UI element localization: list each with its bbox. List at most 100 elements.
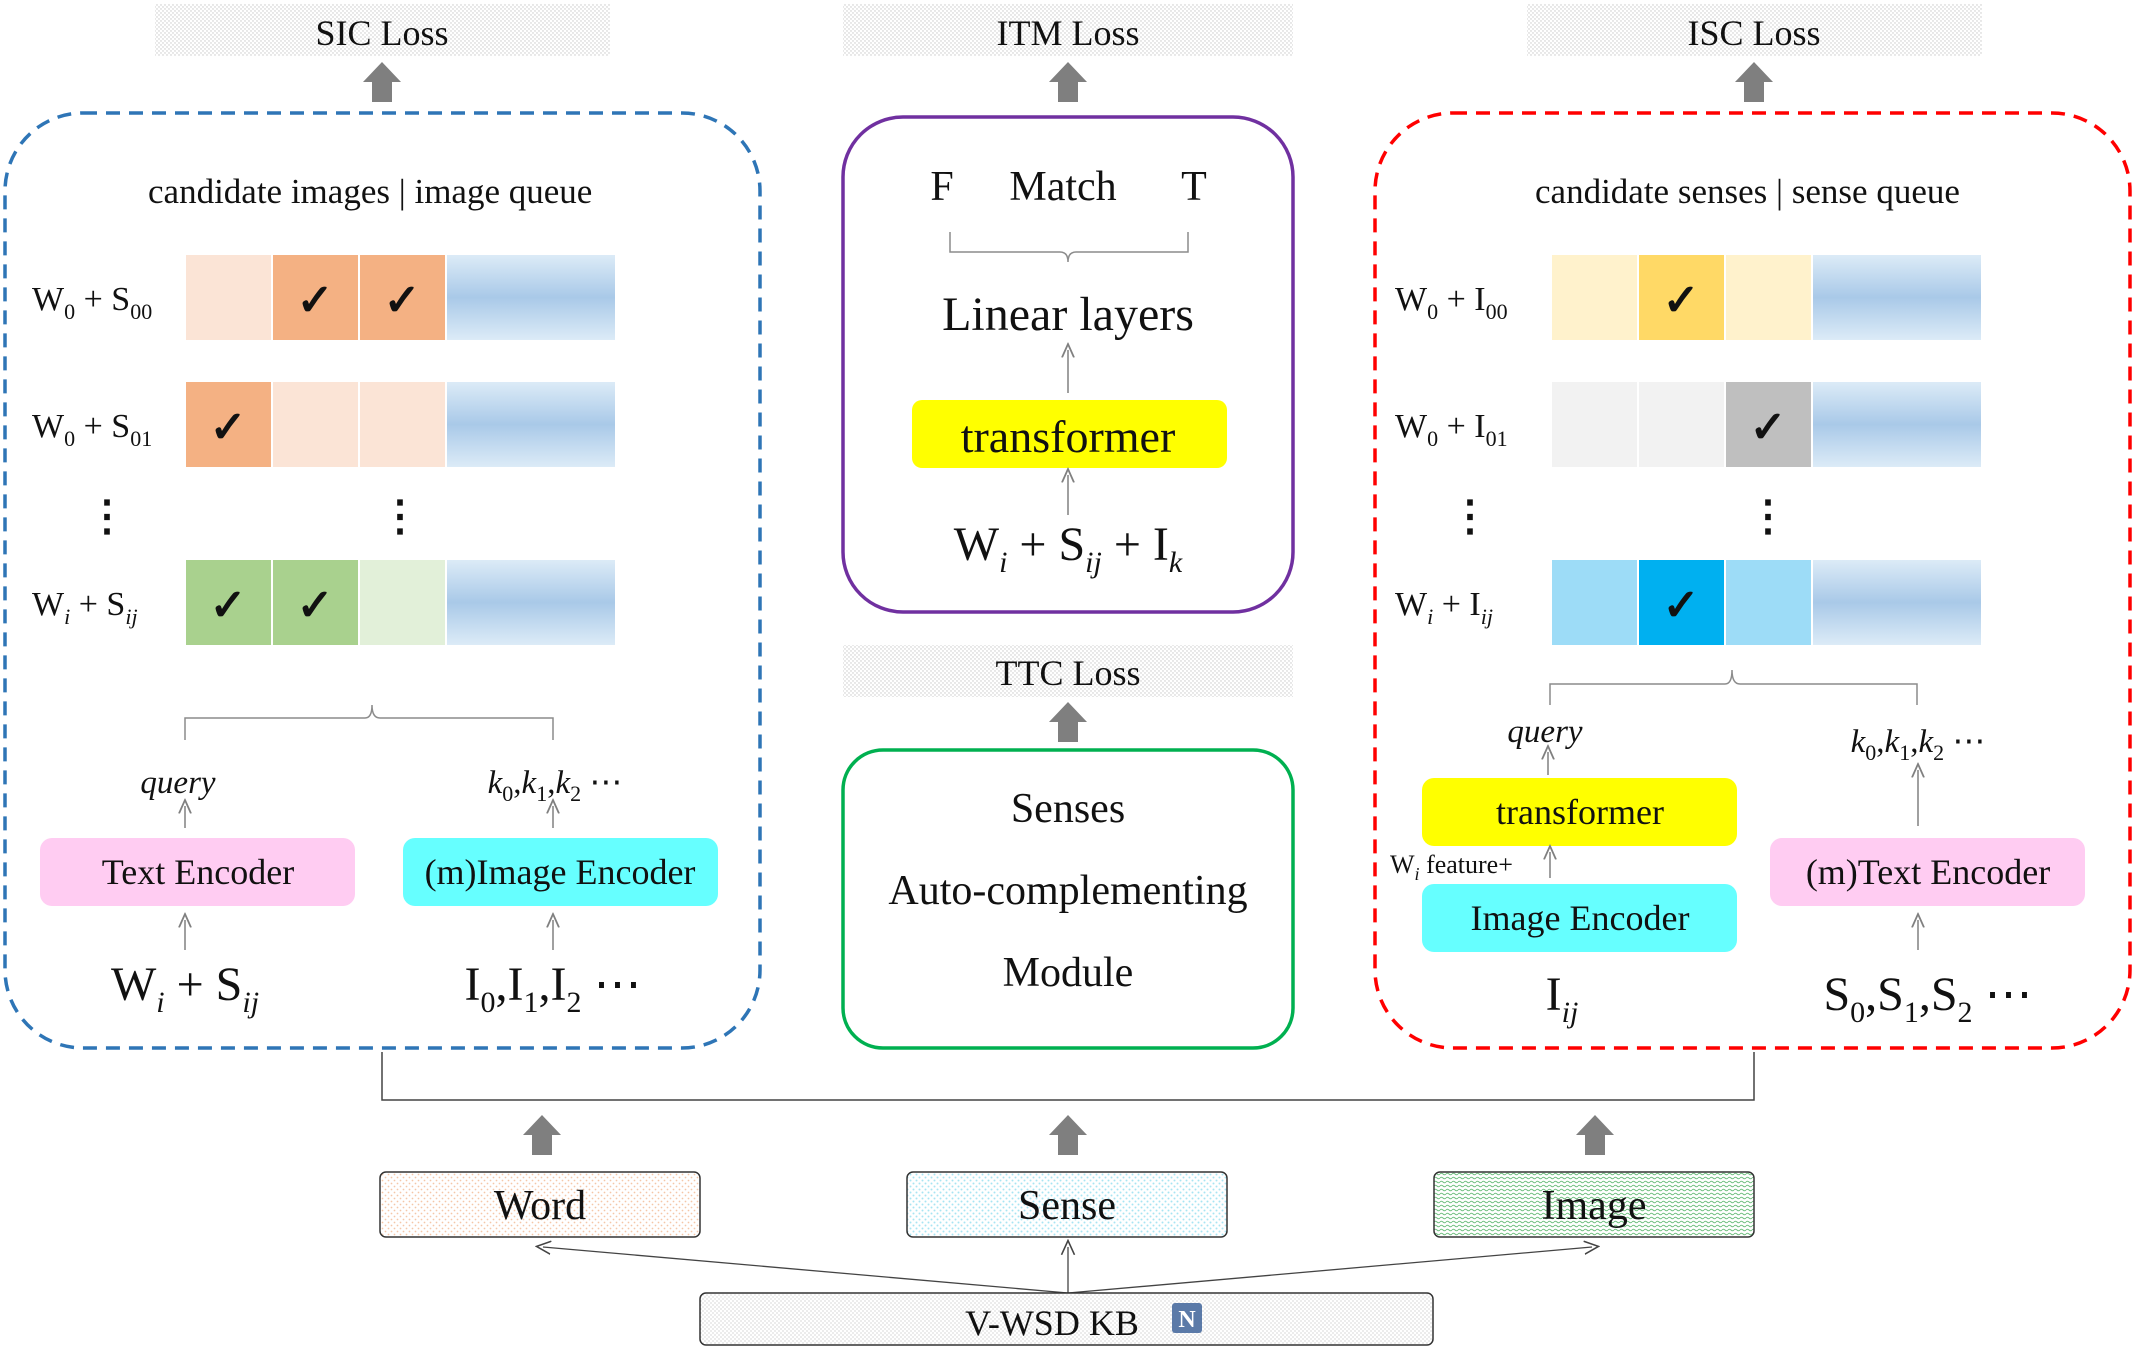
right-input-senses: S0,S1,S2 ⋯ xyxy=(1823,968,2032,1029)
itm-brace xyxy=(949,232,1189,263)
left-query: query xyxy=(140,765,215,801)
right-cell xyxy=(1726,560,1811,645)
loss-itm-label: ITM Loss xyxy=(997,13,1140,53)
kb-box xyxy=(699,1292,1434,1346)
left-cell xyxy=(360,255,445,340)
itm-transformer-label: transformer xyxy=(961,411,1176,462)
left-brace xyxy=(184,704,554,740)
right-queue xyxy=(1813,255,1981,340)
module-line2: Auto-complementing xyxy=(888,868,1247,914)
right-row: W0 + I01 ✓ xyxy=(1395,382,1981,467)
left-row-ellipsis: ⋮ xyxy=(86,494,128,540)
left-row: W0 + S00✓✓ xyxy=(32,255,615,340)
svg-text:N: N xyxy=(1178,1307,1196,1333)
left-row: W0 + S01 ✓ xyxy=(32,382,615,467)
left-cell xyxy=(186,560,271,645)
bottom-arrows xyxy=(523,1115,1614,1155)
text-encoder-box xyxy=(40,838,355,906)
image-encoder-box xyxy=(403,838,718,906)
left-rows: W0 + S00✓✓W0 + S01✓Wi + Sij✓✓ xyxy=(32,255,615,645)
right-row-label: W0 + I00 xyxy=(1395,281,1508,324)
itm-f: F xyxy=(930,164,953,210)
check-icon: ✓ xyxy=(384,276,421,325)
bottom-connector xyxy=(381,1052,1755,1101)
wi-feature: Wi feature+ xyxy=(1390,850,1513,884)
left-row-label: Wi + Sij xyxy=(32,586,138,629)
right-row-label: W0 + I01 xyxy=(1395,408,1508,451)
left-cell xyxy=(273,560,358,645)
isc-text-encoder-box xyxy=(1770,838,2085,906)
sic-panel-border xyxy=(3,111,762,1050)
right-cell xyxy=(1639,382,1724,467)
isc-image-encoder-label: Image Encoder xyxy=(1471,898,1690,938)
right-cell xyxy=(1552,255,1637,340)
right-cell xyxy=(1726,382,1811,467)
right-row-ellipsis: ⋮ xyxy=(1449,494,1491,540)
right-cell xyxy=(1639,560,1724,645)
right-cell xyxy=(1552,382,1637,467)
up-arrow-icon xyxy=(523,1115,561,1155)
left-queue xyxy=(447,560,615,645)
check-icon: ✓ xyxy=(210,403,247,452)
sac-module-border xyxy=(841,748,1295,1050)
right-cell xyxy=(1552,560,1637,645)
word-box xyxy=(379,1171,701,1238)
check-icon: ✓ xyxy=(1750,403,1787,452)
right-col-ellipsis: ⋮ xyxy=(1747,494,1789,540)
right-queue xyxy=(1813,382,1981,467)
left-row-label: W0 + S01 xyxy=(32,408,152,451)
sense-box xyxy=(906,1171,1228,1238)
sense-label: Sense xyxy=(1018,1183,1116,1229)
left-row-label: W0 + S00 xyxy=(32,281,152,324)
left-cell xyxy=(360,382,445,467)
isc-panel-border xyxy=(1373,111,2132,1050)
arrow-icon xyxy=(1067,1247,1592,1294)
loss-isc-label: ISC Loss xyxy=(1687,13,1820,53)
right-row: W0 + I00 ✓ xyxy=(1395,255,1981,340)
itm-t: T xyxy=(1181,164,1207,210)
loss-ttc-label: TTC Loss xyxy=(995,653,1140,693)
up-arrow-icon xyxy=(1049,702,1087,742)
left-row: Wi + Sij✓✓ xyxy=(32,560,615,645)
itm-panel-border xyxy=(841,115,1295,614)
check-icon: ✓ xyxy=(1663,581,1700,630)
right-keys: k0,k1,k2 ⋯ xyxy=(1851,724,1986,765)
left-col-ellipsis: ⋮ xyxy=(379,494,421,540)
left-cell xyxy=(273,382,358,467)
right-header: candidate senses | sense queue xyxy=(1535,172,1960,211)
up-arrow-icon xyxy=(1049,62,1087,102)
left-input-text: Wi + Sij xyxy=(111,958,259,1019)
left-keys: k0,k1,k2 ⋯ xyxy=(488,765,623,806)
itm-input: Wi + Sij + Ik xyxy=(954,518,1183,579)
linear-layers: Linear layers xyxy=(942,288,1194,341)
up-arrow-icon xyxy=(1049,1115,1087,1155)
up-arrow-icon xyxy=(1576,1115,1614,1155)
right-query: query xyxy=(1507,714,1582,750)
left-cell xyxy=(273,255,358,340)
loss-itm: ITM Loss xyxy=(843,4,1293,56)
isc-transformer-label: transformer xyxy=(1496,792,1664,832)
loss-sic-label: SIC Loss xyxy=(315,13,448,53)
isc-transformer-box xyxy=(1422,778,1737,846)
left-queue xyxy=(447,255,615,340)
left-cell xyxy=(360,560,445,645)
loss-sic: SIC Loss xyxy=(155,4,610,56)
text-encoder-label: Text Encoder xyxy=(102,852,294,892)
check-icon: ✓ xyxy=(1663,276,1700,325)
kb-label: V-WSD KB xyxy=(965,1303,1139,1343)
check-icon: ✓ xyxy=(210,581,247,630)
right-queue xyxy=(1813,560,1981,645)
up-arrow-icon xyxy=(363,62,401,102)
arrow-icon xyxy=(543,1247,1069,1294)
up-arrow-icon xyxy=(1735,62,1773,102)
right-rows: W0 + I00 ✓ W0 + I01 ✓ Wi + Iij ✓ xyxy=(1395,255,1981,645)
module-line1: Senses xyxy=(1011,786,1125,832)
isc-image-encoder-box xyxy=(1422,884,1737,952)
itm-transformer-box xyxy=(912,400,1227,468)
right-row-label: Wi + Iij xyxy=(1395,586,1493,629)
isc-text-encoder-label: (m)Text Encoder xyxy=(1806,852,2050,892)
right-input-image: Iij xyxy=(1546,968,1579,1029)
left-cell xyxy=(186,255,271,340)
word-label: Word xyxy=(494,1183,586,1229)
loss-ttc: TTC Loss xyxy=(843,645,1293,697)
